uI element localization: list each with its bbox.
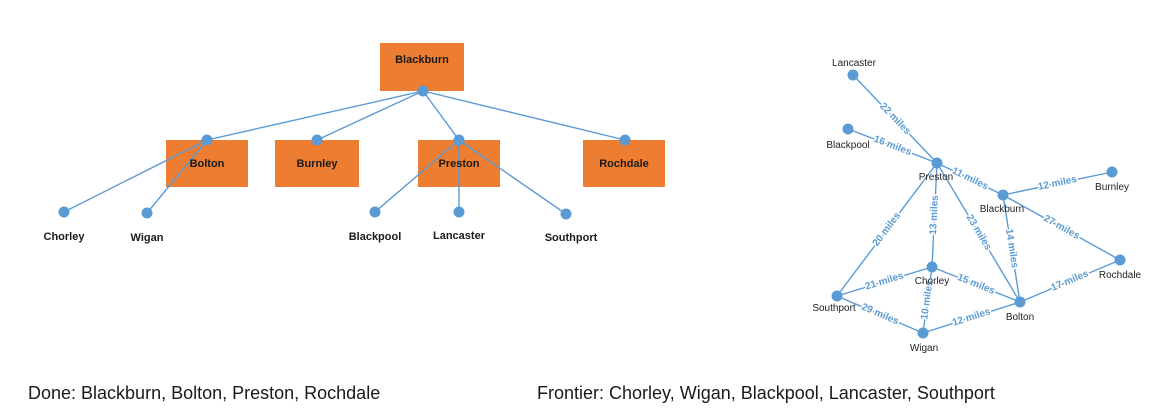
tree-leaf-label-chorley: Chorley — [44, 231, 86, 243]
tree-link-blackburn-burnley — [316, 90, 424, 141]
city-label-wigan: Wigan — [910, 343, 938, 354]
road-label-bolton-rochdale: 17 miles — [1050, 268, 1091, 294]
city-node-wigan — [917, 327, 929, 339]
road-blackburn-bolton — [1002, 194, 1021, 303]
city-label-bolton: Bolton — [1006, 312, 1034, 323]
road-label-wigan-bolton: 12 miles — [951, 306, 992, 329]
tree-link-blackburn-bolton — [206, 90, 424, 141]
city-node-blackburn — [997, 189, 1009, 201]
road-preston-chorley — [931, 162, 938, 268]
city-node-preston — [931, 157, 943, 169]
tree-link-blackburn-rochdale — [422, 90, 626, 141]
tree-box-label-preston: Preston — [439, 158, 480, 170]
tree-box-rochdale — [583, 140, 665, 187]
tree-link-blackburn-preston — [422, 90, 460, 141]
tree-box-label-bolton: Bolton — [190, 158, 225, 170]
road-preston-blackburn — [936, 162, 1004, 196]
city-node-rochdale — [1114, 254, 1126, 266]
city-label-chorley: Chorley — [915, 276, 949, 287]
road-blackburn-burnley — [1002, 171, 1113, 196]
tree-box-label-burnley: Burnley — [297, 158, 339, 170]
tree-node-wigan — [141, 207, 153, 219]
city-label-rochdale: Rochdale — [1099, 270, 1142, 281]
road-chorley-bolton — [931, 266, 1021, 303]
road-label-blackburn-burnley: 12 miles — [1037, 174, 1078, 193]
city-nodes: LancasterBlackpoolPrestonBurnleyBlackbur… — [812, 58, 1141, 354]
city-label-preston: Preston — [919, 172, 953, 183]
city-node-blackpool — [842, 123, 854, 135]
tree-node-lancaster — [453, 206, 465, 218]
city-label-southport: Southport — [812, 303, 856, 314]
road-bolton-rochdale — [1019, 259, 1121, 303]
tree-box-label-blackburn: Blackburn — [395, 54, 449, 66]
road-chorley-wigan — [922, 266, 933, 334]
road-label-preston-chorley: 13 miles — [928, 195, 941, 235]
road-label-blackburn-bolton: 14 miles — [1003, 228, 1020, 269]
road-southport-chorley — [836, 266, 933, 297]
road-label-blackpool-preston: 16 miles — [872, 134, 913, 159]
tree-leaf-label-blackpool: Blackpool — [349, 231, 402, 243]
road-label-lancaster-preston: 22 miles — [877, 101, 913, 137]
road-blackpool-preston — [847, 128, 938, 164]
city-node-burnley — [1106, 166, 1118, 178]
city-node-chorley — [926, 261, 938, 273]
road-label-preston-blackburn: 11 miles — [950, 166, 990, 193]
tree-box-blackburn — [380, 43, 464, 91]
road-wigan-bolton — [922, 301, 1021, 334]
road-label-blackburn-rochdale: 27 miles — [1042, 213, 1082, 242]
frontier-caption: Frontier: Chorley, Wigan, Blackpool, Lan… — [537, 383, 995, 403]
tree-leaf-label-lancaster: Lancaster — [433, 230, 486, 242]
road-edges — [836, 74, 1121, 334]
tree-link-preston-southport — [458, 139, 567, 215]
tree-node-preston — [453, 134, 465, 146]
tree-box-burnley — [275, 140, 359, 187]
tree-node-rochdale — [619, 134, 631, 146]
city-label-burnley: Burnley — [1095, 182, 1129, 193]
road-label-southport-chorley: 21 miles — [864, 270, 905, 292]
city-node-southport — [831, 290, 843, 302]
road-label-chorley-bolton: 15 miles — [956, 272, 997, 297]
road-southport-wigan — [836, 295, 924, 334]
city-node-lancaster — [847, 69, 859, 81]
tree-node-southport — [560, 208, 572, 220]
tree-box-bolton — [166, 140, 248, 187]
tree-leaf-label-wigan: Wigan — [131, 232, 164, 244]
city-label-lancaster: Lancaster — [832, 58, 877, 69]
tree-box-label-rochdale: Rochdale — [599, 158, 649, 170]
city-node-bolton — [1014, 296, 1026, 308]
tree-link-bolton-wigan — [146, 139, 208, 214]
road-lancaster-preston — [852, 74, 938, 164]
road-label-southport-wigan: 29 miles — [860, 302, 901, 328]
tree-node-blackburn — [417, 85, 429, 97]
road-label-preston-southport: 20 miles — [871, 210, 904, 249]
city-label-blackburn: Blackburn — [980, 204, 1024, 215]
road-blackburn-rochdale — [1002, 194, 1121, 261]
road-label-preston-bolton: 23 miles — [964, 213, 994, 253]
tree-link-preston-blackpool — [374, 139, 460, 213]
road-preston-southport — [836, 162, 938, 297]
tree-node-blackpool — [369, 206, 381, 218]
tree-node-chorley — [58, 206, 70, 218]
road-preston-bolton — [936, 162, 1021, 303]
tree-link-bolton-chorley — [63, 139, 208, 213]
tree-node-burnley — [311, 134, 323, 146]
tree-node-bolton — [201, 134, 213, 146]
tree-leaf-label-southport: Southport — [545, 232, 598, 244]
done-caption: Done: Blackburn, Bolton, Preston, Rochda… — [28, 383, 381, 403]
city-label-blackpool: Blackpool — [826, 140, 869, 151]
